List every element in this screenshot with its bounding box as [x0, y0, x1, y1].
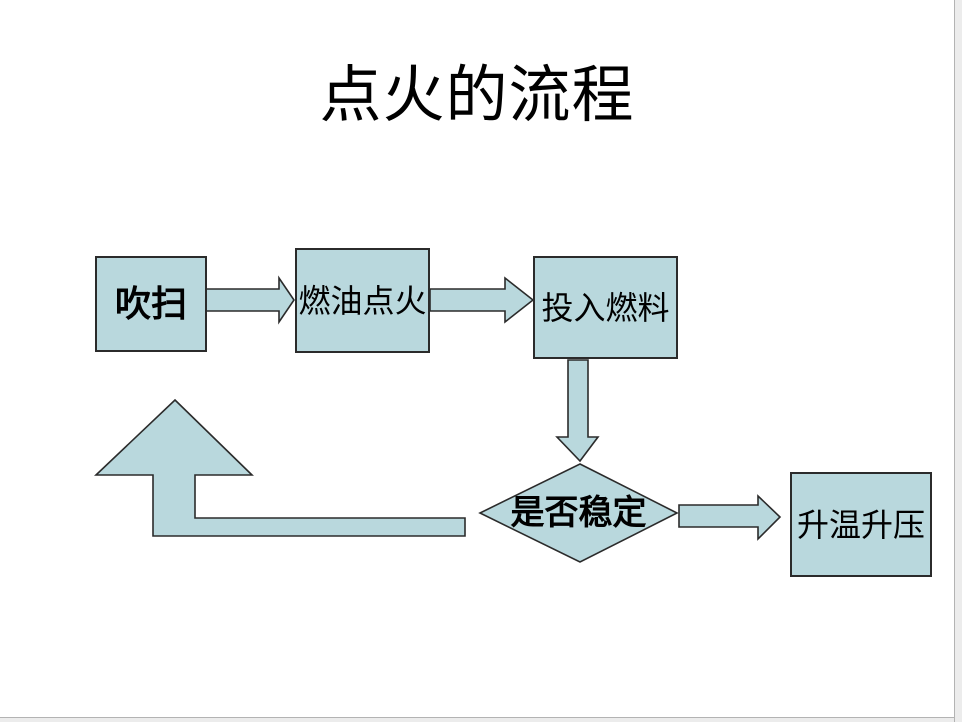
- node-fuel-oil-ignition: 燃油点火: [295, 248, 430, 353]
- arrow-decision-to-raise: [678, 494, 782, 541]
- node-label: 吹扫: [114, 284, 187, 324]
- node-label: 燃油点火: [298, 282, 427, 319]
- slide-right-edge: [954, 0, 962, 722]
- node-label: 是否稳定: [510, 495, 647, 532]
- slide-bottom-edge: [0, 717, 954, 722]
- arrow-loopback-to-purge: [93, 398, 466, 537]
- arrow-purge-to-ignition: [204, 275, 295, 325]
- node-is-stable-label: 是否稳定: [480, 495, 677, 533]
- node-label: 投入燃料: [541, 289, 670, 326]
- node-purge: 吹扫: [95, 256, 207, 352]
- arrow-ignition-to-feedfuel: [429, 276, 535, 324]
- node-is-stable-shape: [478, 463, 679, 563]
- slide-title: 点火的流程: [319, 62, 635, 130]
- node-label: 升温升压: [796, 506, 925, 543]
- node-raise-temp-pressure: 升温升压: [790, 472, 932, 577]
- arrow-feedfuel-to-decision: [555, 359, 600, 463]
- node-feed-fuel: 投入燃料: [533, 256, 678, 359]
